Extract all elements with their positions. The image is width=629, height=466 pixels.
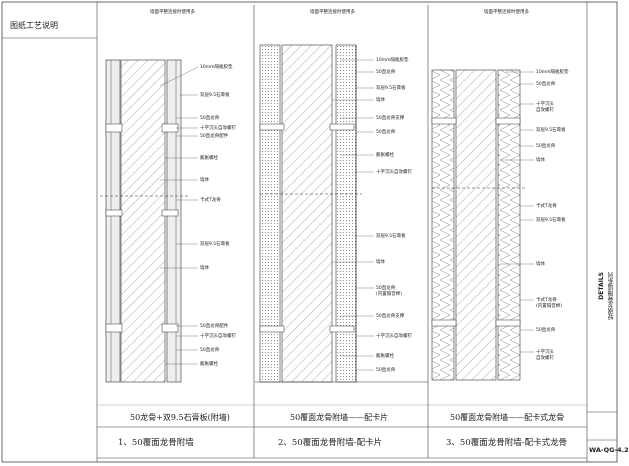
label: 双层9.5石膏板 [536, 218, 566, 223]
label: 自攻螺钉 [536, 108, 554, 113]
label: 双层9.5石膏板 [376, 86, 406, 91]
label: 十字沉头自攻螺钉 [376, 170, 412, 175]
panel-1-caption: 50龙骨+双9.5石膏板(附墙) [130, 413, 230, 422]
label: 50直龙骨 [536, 328, 556, 333]
label: 50直龙骨 [200, 116, 220, 121]
panel-2-section [255, 44, 428, 383]
label: 50直龙骨 [536, 82, 556, 87]
label: 自攻螺钉 [536, 356, 554, 361]
label: 十字沉头 [536, 350, 554, 355]
label: 双层9.5石膏板 [200, 93, 230, 98]
panel-1-section [100, 59, 199, 383]
label: 十字沉头自攻螺钉 [376, 334, 412, 339]
sheet-border [1, 1, 618, 463]
drawing-code: WA-QG-4.2 [589, 446, 629, 454]
label: 卡式T龙骨 [536, 204, 557, 209]
panel-1-top-note: 墙面平整连接时使用多 [150, 10, 195, 15]
label: 墙体 [376, 260, 385, 265]
panel-1-title: 1、50覆面龙骨附墙 [118, 438, 194, 448]
label: 50直龙骨支撑 [376, 116, 405, 121]
label: 双层9.5石膏板 [376, 234, 406, 239]
label: 膨胀螺栓 [200, 156, 218, 161]
label: (内置隔音棉) [536, 304, 563, 309]
title-block-vertical: DETAILS 轻钢龙骨隔墙系列 [598, 272, 616, 412]
label: 50直龙骨配件 [200, 134, 229, 139]
label: 50直龙骨配件 [200, 324, 229, 329]
label: 墙体 [200, 178, 209, 183]
label: 膨胀螺栓 [376, 354, 394, 359]
label: (内置隔音棉) [376, 292, 403, 297]
label: 10mm隔板胶垫 [536, 70, 569, 75]
details-label: DETAILS [598, 272, 605, 300]
label: 膨胀螺栓 [376, 153, 394, 158]
label: 十字沉头自攻螺钉 [200, 126, 236, 131]
label: 50直龙骨 [376, 286, 396, 291]
label: 墙体 [200, 266, 209, 271]
label: 50直龙骨 [376, 130, 396, 135]
panel-2-caption: 50覆面龙骨附墙——配卡片 [290, 413, 389, 422]
label: 50直龙骨 [376, 70, 396, 75]
label: 双层9.5石膏板 [200, 242, 230, 247]
panel-2-title: 2、50覆面龙骨附墙-配卡片 [278, 438, 383, 448]
label: 双层9.5石膏板 [536, 128, 566, 133]
series-title: 轻钢龙骨隔墙系列 [608, 272, 615, 320]
label: 膨胀螺栓 [200, 362, 218, 367]
label: 50直龙骨支撑 [376, 314, 405, 319]
label: 10mm隔板胶垫 [200, 65, 233, 70]
label: 10mm隔板胶垫 [376, 58, 409, 63]
panel-2-top-note: 墙面平整连接时使用多 [310, 10, 355, 15]
sheet-title: 图纸工艺说明 [10, 21, 58, 30]
label: 墙体 [376, 98, 385, 103]
label: 墙体 [536, 262, 545, 267]
label: 十字沉头 [536, 102, 554, 107]
panel-3-top-note: 墙面平整连接时使用多 [484, 10, 529, 15]
panel-3-section [431, 69, 534, 381]
label: 卡式T龙骨 [536, 298, 557, 303]
panel-3-caption: 50覆面龙骨附墙——配卡式龙骨 [450, 413, 565, 422]
label: 十字沉头自攻螺钉 [200, 334, 236, 339]
label: 50直龙骨 [200, 348, 220, 353]
panel-3-title: 3、50覆面龙骨附墙-配卡式龙骨 [446, 438, 568, 448]
label: 墙体 [536, 158, 545, 163]
label: 卡式T龙骨 [200, 198, 221, 203]
label: 50直龙骨 [376, 368, 396, 373]
label: 50直龙骨 [536, 144, 556, 149]
